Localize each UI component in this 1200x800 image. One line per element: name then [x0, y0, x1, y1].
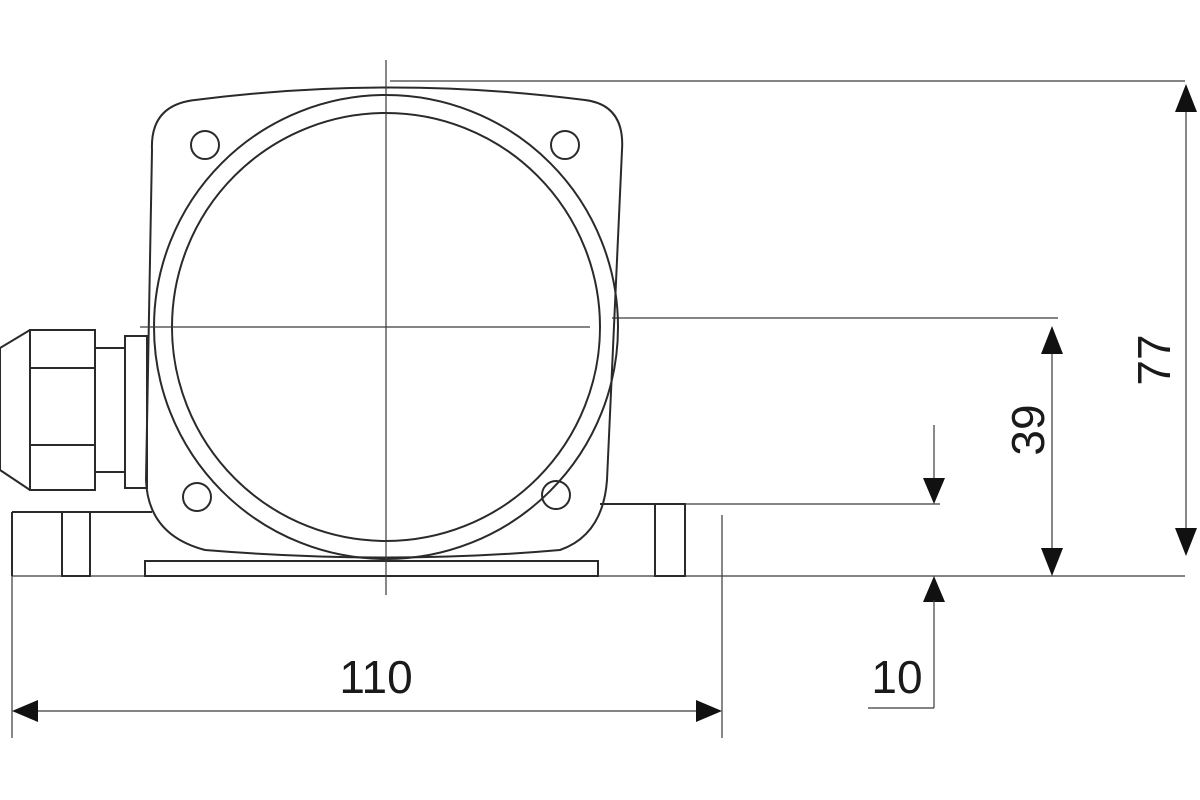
sensor-housing: [144, 86, 624, 560]
dimension-10: 10: [868, 425, 945, 709]
dimension-110: 110: [11, 515, 723, 738]
dimension-77: 77: [1128, 84, 1197, 556]
screw-hole-icon: [182, 482, 212, 512]
base-height-label: 10: [871, 651, 922, 703]
width-dimension-label: 110: [339, 651, 412, 703]
mounting-base: [11, 503, 686, 577]
total-height-label: 77: [1128, 334, 1180, 385]
screw-hole-icon: [190, 130, 220, 160]
axis-height-label: 39: [1002, 404, 1054, 455]
screw-hole-icon: [541, 480, 571, 510]
dimension-39: 39: [1002, 326, 1063, 576]
screw-hole-icon: [550, 130, 580, 160]
cable-gland: [0, 329, 148, 491]
